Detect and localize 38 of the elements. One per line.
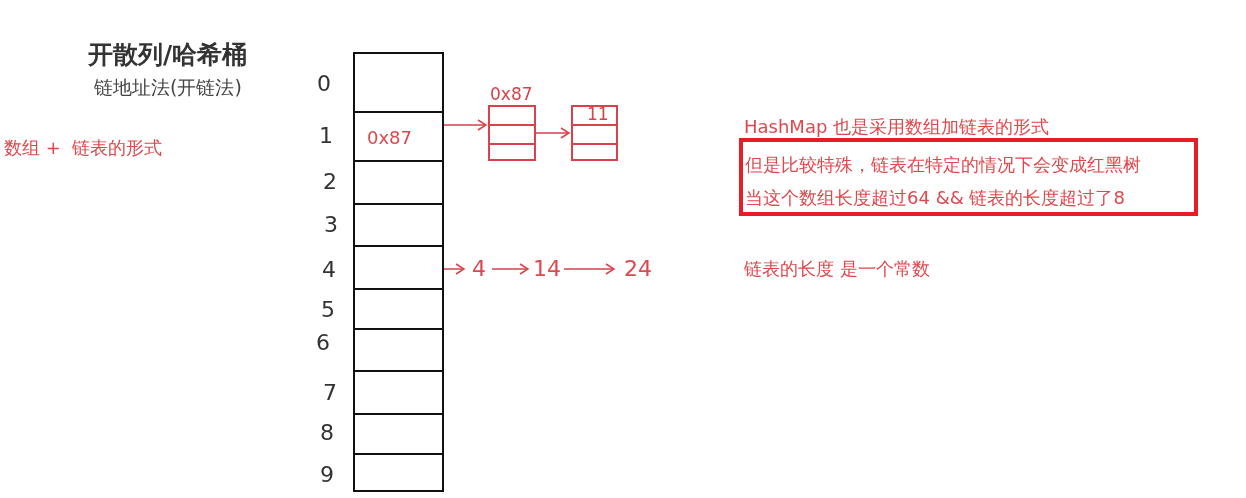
node-value: 11: [587, 106, 609, 123]
index-number: 4: [322, 259, 336, 281]
arrow: [443, 263, 465, 275]
index-number: 8: [320, 422, 334, 444]
array-cell: [353, 413, 444, 453]
node-label: 0x87: [490, 86, 533, 103]
note-text: 链表的长度 是一个常数: [744, 260, 930, 278]
arrow: [563, 263, 615, 275]
array-cell: [353, 160, 444, 203]
array-cell: [353, 52, 444, 111]
index-number: 5: [321, 299, 335, 321]
array-cell: [353, 245, 444, 288]
cell-value: 0x87: [367, 127, 412, 148]
array-cell: [353, 203, 444, 245]
highlight-box: [739, 138, 1198, 216]
note-text: 当这个数组长度超过64 && 链表的长度超过了8: [745, 186, 1126, 210]
chain-value: 24: [616, 255, 660, 283]
arrow: [443, 119, 487, 131]
chain-value: 14: [530, 255, 564, 283]
note-text: 数组 + 链表的形式: [4, 139, 163, 157]
subtitle: 链地址法(开链法): [94, 78, 242, 97]
chain-value: 4: [466, 255, 492, 283]
array-cell: [353, 328, 444, 370]
index-number: 3: [324, 214, 338, 236]
array-cell: [353, 370, 444, 413]
array-cell: [353, 288, 444, 328]
index-number: 0: [317, 73, 331, 95]
title: 开散列/哈希桶: [88, 42, 248, 67]
arrow: [491, 263, 529, 275]
index-number: 9: [320, 464, 334, 486]
arrow: [535, 127, 570, 139]
array-cell: [353, 453, 444, 492]
array-cell: [353, 111, 444, 160]
index-number: 2: [323, 171, 337, 193]
index-number: 1: [319, 125, 333, 147]
note-text: 但是比较特殊，链表在特定的情况下会变成红黑树: [745, 153, 1142, 177]
index-number: 7: [323, 382, 337, 404]
index-number: 6: [316, 332, 330, 354]
